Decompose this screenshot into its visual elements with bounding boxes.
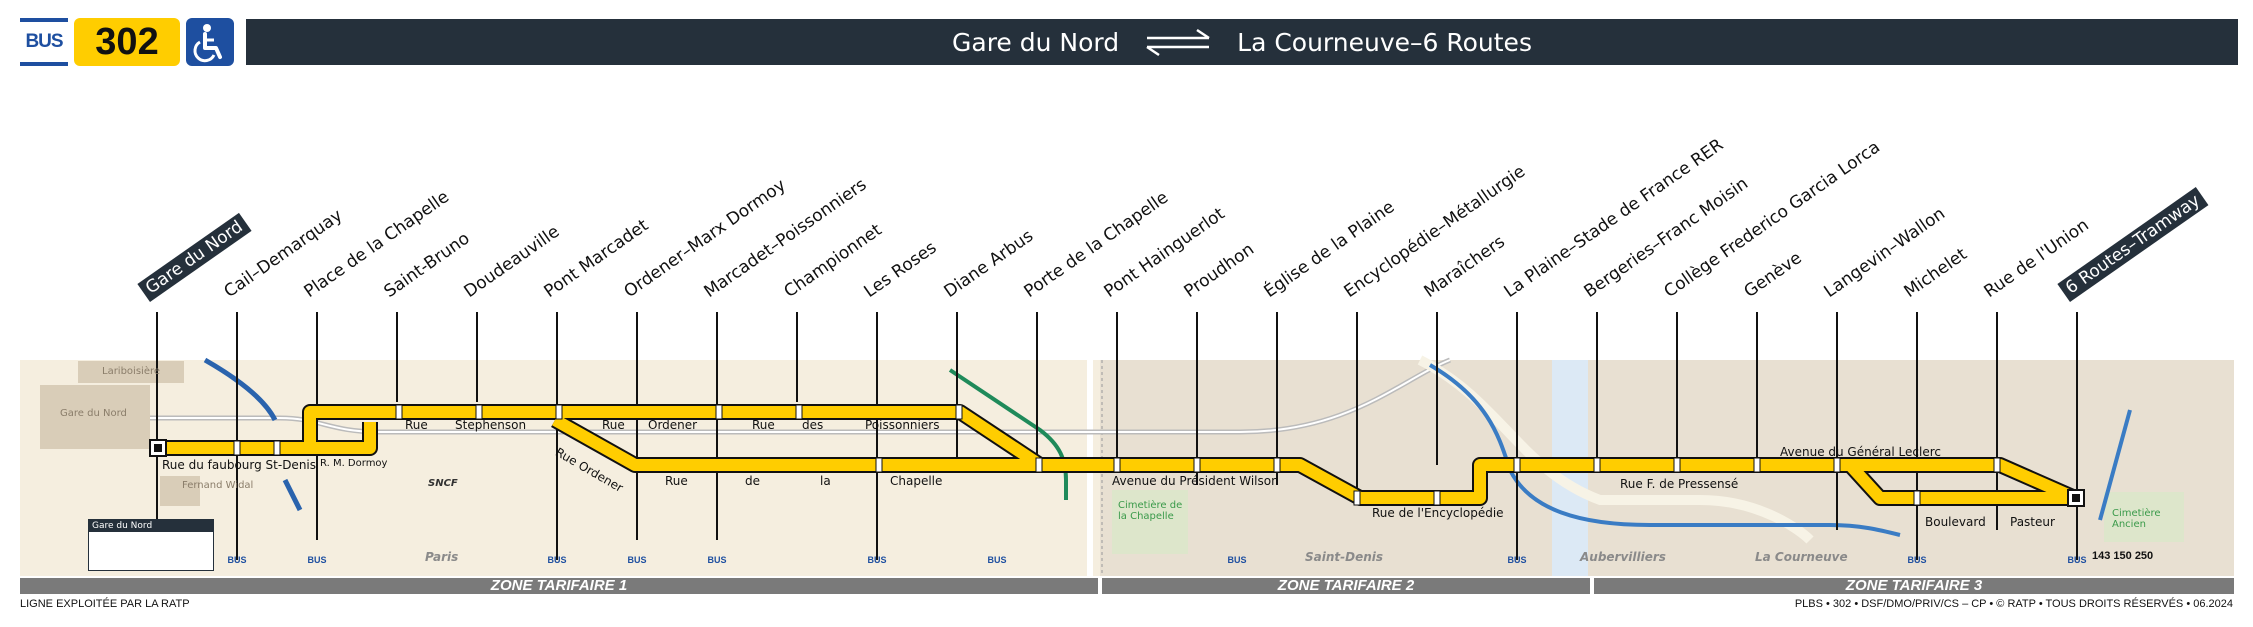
place-label-cimetiere-ancien: Cimetière Ancien [2112, 508, 2161, 530]
stop-label[interactable]: Michelet [1900, 244, 1971, 302]
destination-label: La Courneuve–6 Routes [1237, 27, 1532, 57]
street-label: Rue [665, 474, 688, 488]
bus-connection-icons: BUS BUS BUS BUS BUS BUS BUS BUS BUS BUS BUS [227, 555, 2086, 565]
operator-note: LIGNE EXPLOITÉE PAR LA RATP [20, 598, 190, 610]
street-label: Stephenson [455, 418, 527, 432]
street-label: Ordener [648, 418, 698, 432]
zone-tarifaire-1: ZONE TARIFAIRE 1 [20, 578, 1098, 594]
place-label-lariboisiere: Lariboisière [102, 366, 161, 377]
city-label-aubervilliers: Aubervilliers [1580, 550, 1666, 564]
stop-label[interactable]: Les Roses [860, 237, 941, 302]
street-label: Rue [752, 418, 775, 432]
route-map: BUS BUS BUS BUS BUS BUS BUS BUS BUS BUS BUS [20, 312, 2234, 576]
svg-text:BUS: BUS [547, 555, 566, 565]
place-label-fernand-widal: Fernand Widal [182, 480, 254, 491]
street-label: Rue F. de Pressensé [1620, 477, 1739, 491]
street-label: de [745, 474, 760, 488]
stop-label[interactable]: Place de la Chapelle [300, 186, 453, 302]
sncf-label: SNCF [428, 478, 458, 489]
city-label-paris: Paris [425, 550, 459, 564]
stop-label[interactable]: Proudhon [1180, 239, 1258, 302]
logo-bar-top [20, 18, 68, 22]
bus-lines-end: 143 150 250 [2092, 550, 2154, 562]
svg-text:BUS: BUS [627, 555, 646, 565]
street-label: Chapelle [890, 474, 943, 488]
stop-label[interactable]: Église de la Plaine [1260, 197, 1399, 302]
svg-text:BUS: BUS [2067, 555, 2086, 565]
street-label: Avenue du Général Leclerc [1780, 445, 1941, 459]
street-label: la [820, 474, 831, 488]
street-label: Rue de l'Encyclopédie [1372, 506, 1504, 520]
connections-box-title: Gare du Nord [89, 520, 213, 532]
street-label: Avenue du Président Wilson [1112, 474, 1279, 488]
credits-note: PLBS • 302 • DSF/DMO/PRIV/CS – CP • © RA… [1794, 598, 2233, 610]
svg-text:BUS: BUS [1227, 555, 1246, 565]
street-label: Pasteur [2010, 515, 2055, 529]
gare-du-nord-connections-box: Gare du Nord [88, 519, 214, 571]
street-label: Rue [602, 418, 625, 432]
street-label: Poissonniers [865, 418, 940, 432]
street-label: R. M. Dormoy [320, 458, 388, 469]
stop-label[interactable]: Genève [1740, 248, 1806, 302]
city-label-saint-denis: Saint-Denis [1305, 550, 1384, 564]
route-header: Gare du Nord La Courneuve–6 Routes [246, 19, 2238, 65]
stop-label[interactable]: Diane Arbus [940, 226, 1038, 302]
svg-text:BUS: BUS [307, 555, 326, 565]
stop-label-6-routes[interactable]: 6 Routes–Tramway [2057, 186, 2209, 302]
origin-label: Gare du Nord [952, 27, 1120, 57]
bus-mode-label: BUS [25, 31, 63, 52]
zone-tarifaire-2: ZONE TARIFAIRE 2 [1102, 578, 1590, 594]
city-label-la-courneuve: La Courneuve [1755, 550, 1848, 564]
svg-text:BUS: BUS [707, 555, 726, 565]
wheelchair-icon [186, 18, 234, 66]
street-label: Rue du faubourg St-Denis [162, 458, 317, 472]
street-label: Boulevard [1925, 515, 1986, 529]
svg-text:BUS: BUS [227, 555, 246, 565]
line-number-badge: 302 [74, 18, 180, 66]
logo-bar-bottom [20, 62, 68, 66]
place-label-cimetiere-chapelle: Cimetière de la Chapelle [1118, 500, 1183, 522]
place-label-gare-du-nord: Gare du Nord [60, 408, 127, 419]
street-label: Rue [405, 418, 428, 432]
svg-text:BUS: BUS [987, 555, 1006, 565]
zone-tarifaire-3: ZONE TARIFAIRE 3 [1594, 578, 2234, 594]
bus-mode-logo: BUS [20, 18, 68, 66]
svg-text:BUS: BUS [867, 555, 886, 565]
bidirectional-arrow-icon [1146, 28, 1210, 57]
stop-label[interactable]: Porte de la Chapelle [1020, 187, 1173, 302]
svg-text:BUS: BUS [1507, 555, 1526, 565]
svg-text:BUS: BUS [1907, 555, 1926, 565]
street-label: des [802, 418, 824, 432]
